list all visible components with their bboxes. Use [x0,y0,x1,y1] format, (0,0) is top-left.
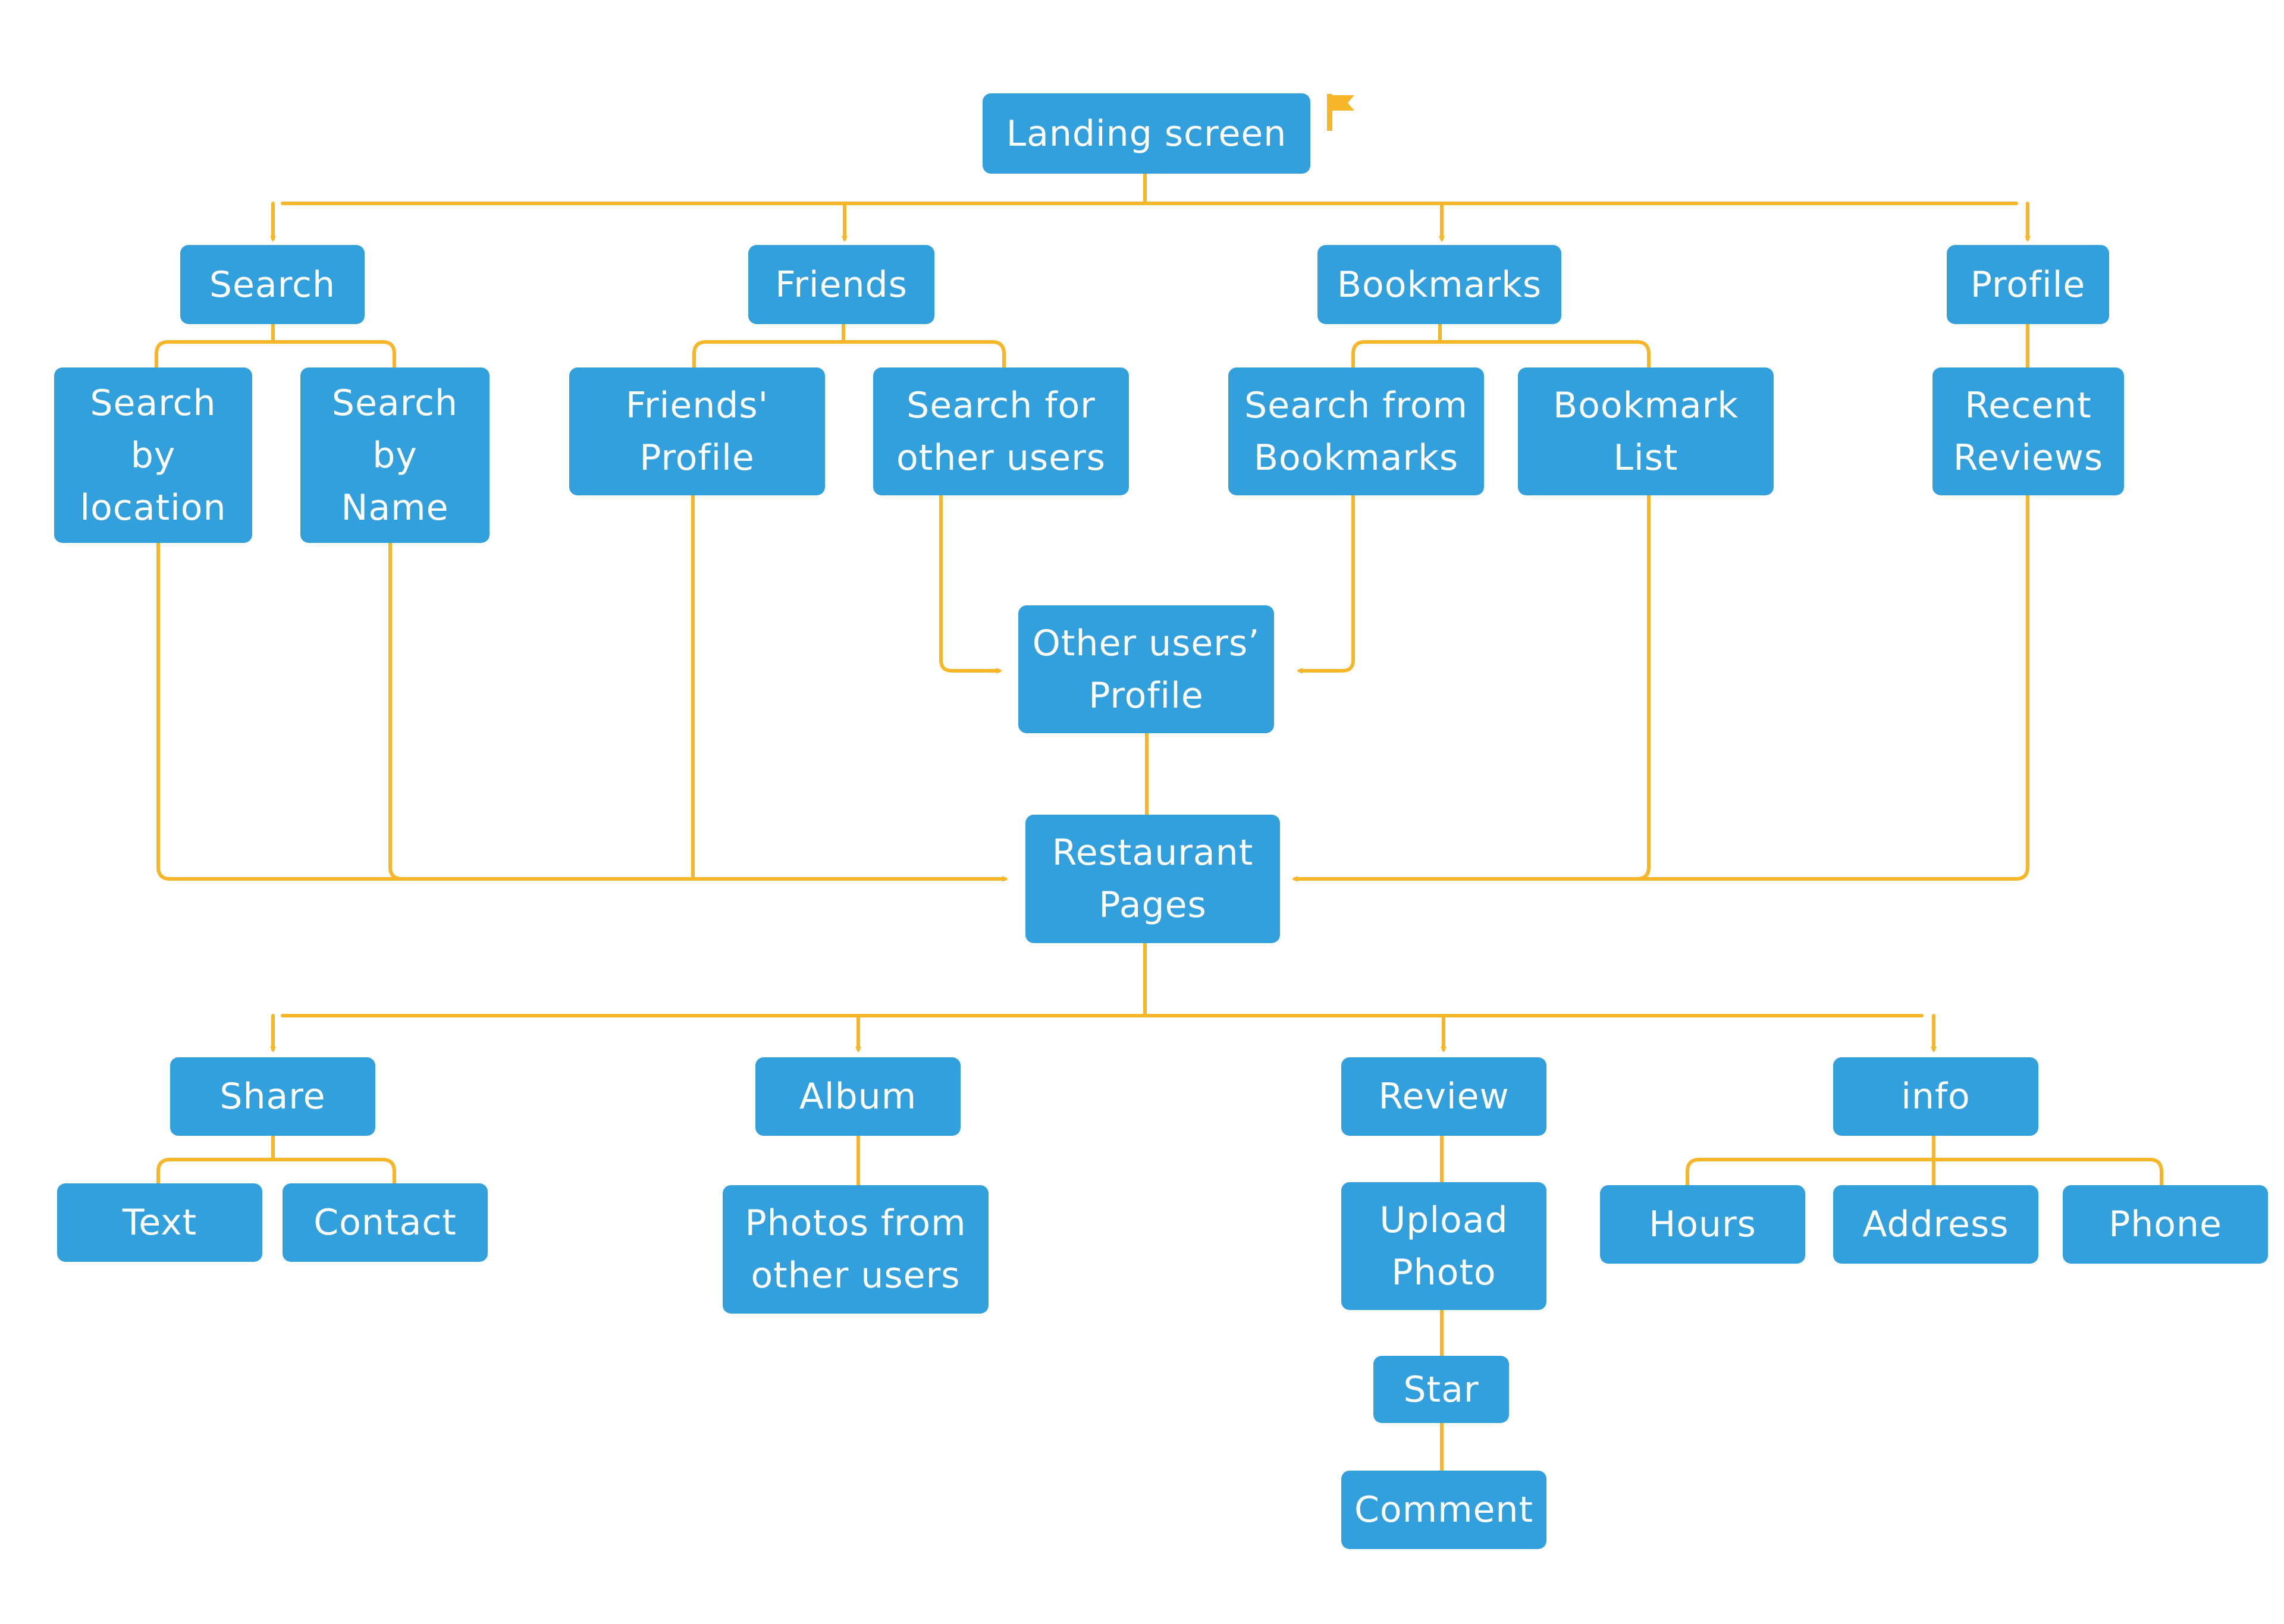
node-photos-other-users[interactable]: Photos from other users [723,1185,989,1314]
node-hours[interactable]: Hours [1600,1185,1805,1264]
connector-right-to-restaurant [1292,494,2029,882]
node-album[interactable]: Album [755,1057,961,1136]
node-address[interactable]: Address [1833,1185,2038,1264]
node-search-by-location[interactable]: Search by location [54,367,252,543]
node-info[interactable]: info [1833,1057,2038,1136]
connector-searchusers-otherprofile [939,494,1002,674]
node-recent-reviews[interactable]: Recent Reviews [1932,367,2124,495]
node-restaurant-pages[interactable]: Restaurant Pages [1025,815,1280,943]
node-bookmarks[interactable]: Bookmarks [1317,245,1561,324]
node-friends-profile[interactable]: Friends' Profile [569,367,825,495]
connector-friends-children [692,322,1006,369]
node-bookmark-list[interactable]: Bookmark List [1518,367,1774,495]
node-search[interactable]: Search [180,245,365,324]
connector-left-to-restaurant [156,541,1008,882]
connector-info-children [1686,1134,2163,1187]
node-upload-photo[interactable]: Upload Photo [1341,1182,1546,1310]
flag-icon [1327,94,1354,131]
node-other-users-profile[interactable]: Other users’ Profile [1018,605,1274,733]
connector-byname-drop [388,541,404,881]
connector-share-children [156,1134,396,1185]
node-landing-screen[interactable]: Landing screen [983,93,1310,174]
node-search-from-bookmarks[interactable]: Search from Bookmarks [1228,367,1484,495]
connector-search-children [155,322,396,369]
connector-bookmarks-children [1351,322,1651,369]
connector-bmsearch-otherprofile [1297,494,1355,674]
node-review[interactable]: Review [1341,1057,1546,1136]
node-search-by-name[interactable]: Search by Name [300,367,490,543]
node-search-other-users[interactable]: Search for other users [873,367,1129,495]
connector-bmlist-drop [1635,494,1651,881]
node-friends[interactable]: Friends [748,245,934,324]
node-share[interactable]: Share [170,1057,375,1136]
node-star[interactable]: Star [1373,1356,1509,1423]
node-comment[interactable]: Comment [1341,1471,1546,1549]
node-text[interactable]: Text [57,1183,262,1262]
node-contact[interactable]: Contact [283,1183,488,1262]
node-phone[interactable]: Phone [2063,1185,2268,1264]
node-profile[interactable]: Profile [1947,245,2109,324]
